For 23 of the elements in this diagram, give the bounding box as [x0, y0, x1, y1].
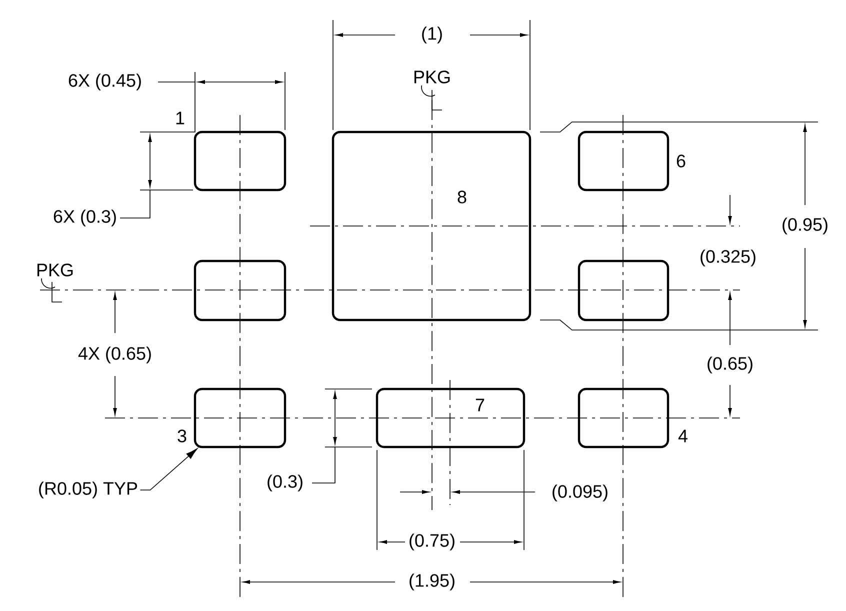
- leader-line: [140, 448, 198, 490]
- dimension-text: (0.325): [698, 248, 759, 268]
- dimension-text: PKG: [34, 262, 76, 278]
- pin-number: 4: [678, 430, 688, 442]
- dimension-text: (1.95): [406, 572, 458, 592]
- dimension-text: (1): [419, 24, 445, 46]
- note-text: (R0.05) TYP: [39, 482, 138, 498]
- dimension-text: 4X (0.65): [76, 344, 154, 366]
- dimension-text: (0.75): [406, 532, 458, 552]
- pin-number: 3: [178, 430, 186, 442]
- dimension-text: (0.95): [780, 216, 831, 236]
- dimension-text: (0.095): [550, 482, 611, 504]
- dimension-text: 6X (0.3): [51, 208, 120, 228]
- pin-number: 6: [676, 154, 686, 168]
- dimension-text: (0.3): [264, 472, 306, 494]
- pin-number: 8: [458, 190, 466, 204]
- dimension-text: PKG: [411, 68, 453, 86]
- pad: [578, 260, 670, 322]
- dimension-text: (0.65): [704, 354, 756, 376]
- pad: [194, 260, 286, 322]
- pin-number: 7: [476, 398, 484, 412]
- dimension-text: 6X (0.45): [66, 72, 144, 92]
- pin-number: 1: [176, 112, 184, 124]
